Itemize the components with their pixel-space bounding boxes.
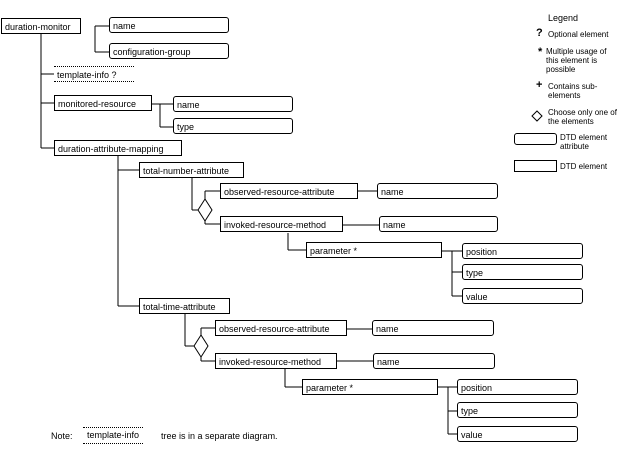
tn-choice-diamond: [197, 198, 213, 222]
tt-observed-name-attribute: name: [372, 320, 494, 336]
legend-choice-diamond: [531, 110, 543, 122]
note-text: tree is in a separate diagram.: [161, 431, 278, 441]
duration-monitor-element: duration-monitor: [1, 18, 81, 34]
tt-observed-resource-attribute-element: observed-resource-attribute: [215, 320, 347, 336]
tn-parameter-element: parameter *: [306, 242, 442, 258]
monitored-resource-name-attribute: name: [173, 96, 293, 112]
tt-parameter-element: parameter *: [302, 379, 438, 395]
dtd-attribute-swatch: [514, 133, 557, 145]
duration-attribute-mapping-element: duration-attribute-mapping: [54, 140, 182, 156]
dtd-element-swatch: [514, 160, 557, 172]
legend-contains: Contains sub-elements: [548, 82, 598, 100]
tn-position-attribute: position: [462, 243, 583, 259]
tt-choice-diamond: [193, 334, 209, 358]
optional-symbol-icon: ?: [536, 27, 543, 39]
tt-position-attribute: position: [457, 379, 578, 395]
legend-multiple: Multiple usage of this element is possib…: [546, 47, 607, 74]
monitored-resource-element: monitored-resource: [54, 95, 152, 111]
tn-invoked-resource-method-element: invoked-resource-method: [220, 216, 343, 232]
tn-observed-resource-attribute-element: observed-resource-attribute: [220, 183, 358, 199]
tn-type-attribute: type: [462, 264, 583, 280]
note-template-info-box: template-info: [83, 427, 144, 444]
legend-choose: Choose only one of the elements: [548, 108, 617, 126]
multiple-symbol-icon: *: [538, 46, 543, 58]
legend-dtd-element: DTD element: [560, 162, 608, 171]
tt-type-attribute: type: [457, 402, 578, 418]
total-time-attribute-element: total-time-attribute: [139, 298, 230, 314]
monitored-resource-type-attribute: type: [173, 118, 293, 134]
total-number-attribute-element: total-number-attribute: [139, 162, 244, 178]
legend-title: Legend: [548, 13, 579, 23]
configuration-group-attribute: configuration-group: [109, 43, 229, 59]
tn-value-attribute: value: [462, 288, 583, 304]
tt-invoked-resource-method-element: invoked-resource-method: [215, 353, 337, 369]
tn-invoked-name-attribute: name: [379, 216, 498, 232]
note-label: Note:: [51, 431, 73, 441]
legend-dtd-attribute: DTD element attribute: [560, 133, 608, 151]
tn-observed-name-attribute: name: [377, 183, 498, 199]
tt-invoked-name-attribute: name: [373, 353, 495, 369]
contains-symbol-icon: +: [536, 79, 543, 91]
legend-optional: Optional element: [548, 30, 609, 39]
tt-value-attribute: value: [457, 426, 578, 442]
name-attribute: name: [109, 17, 229, 33]
template-info-optional-element: template-info ?: [54, 66, 134, 82]
